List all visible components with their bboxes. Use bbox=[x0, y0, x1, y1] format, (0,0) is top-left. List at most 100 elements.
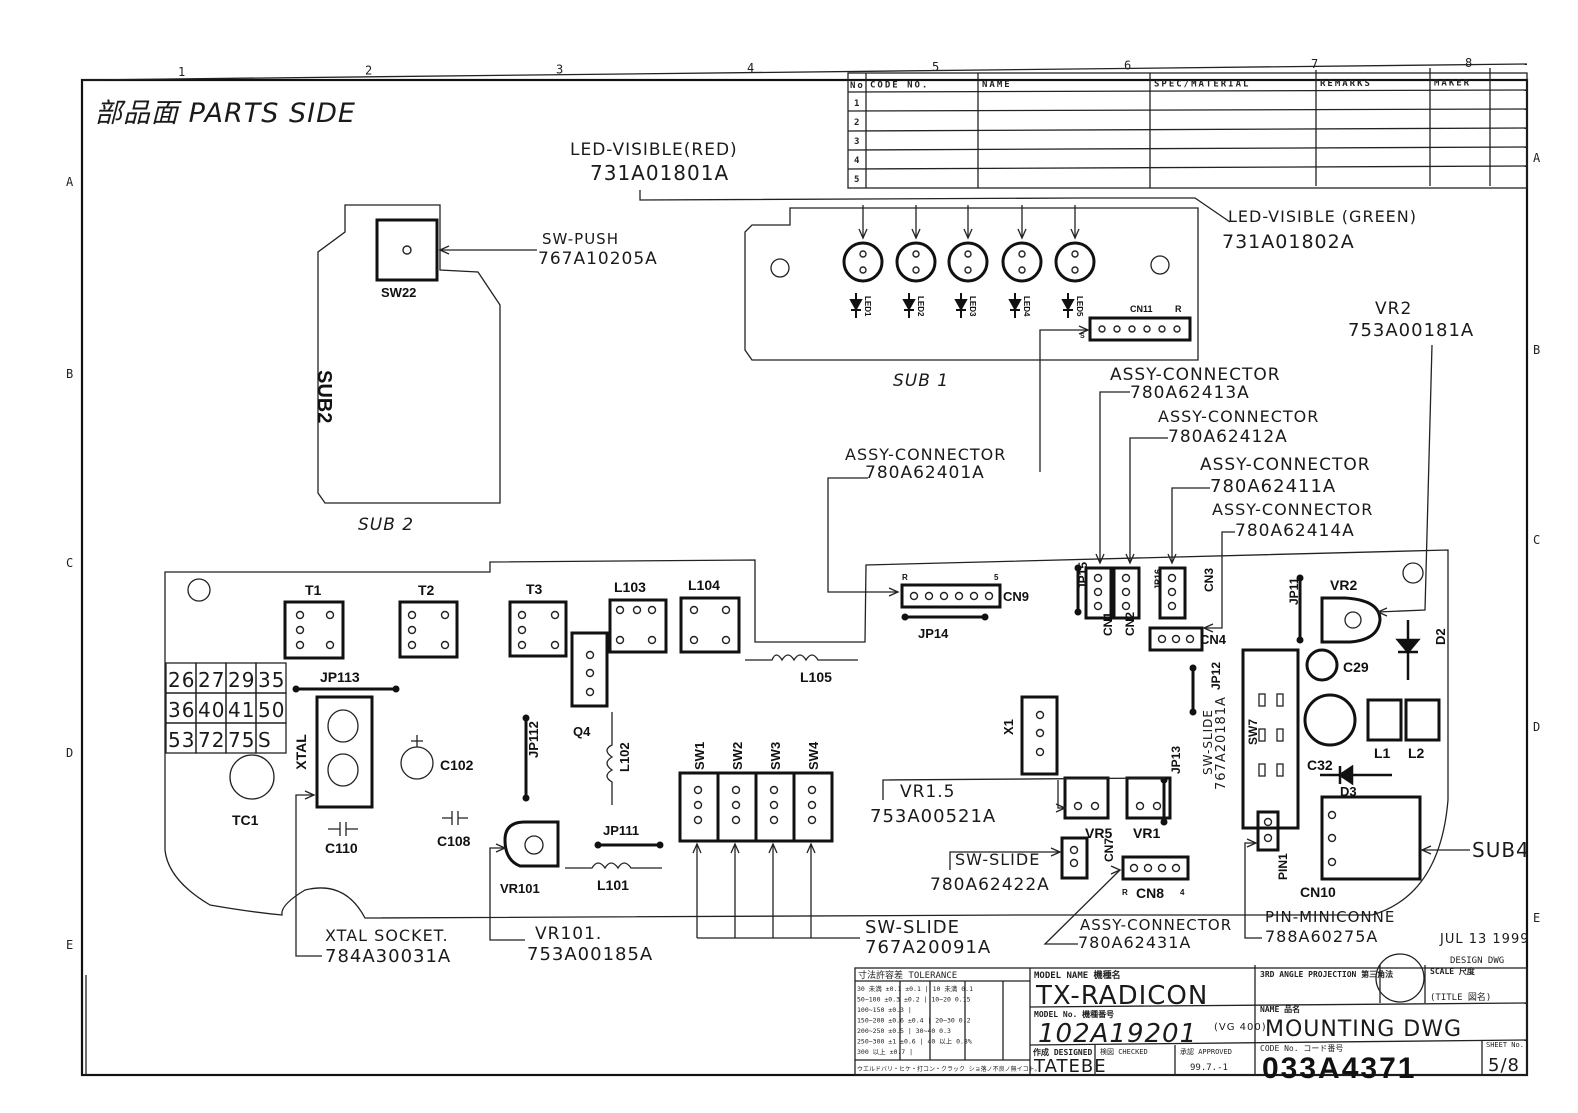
arrow-icon bbox=[768, 842, 778, 854]
arrow-icon bbox=[1376, 607, 1388, 617]
pad bbox=[1171, 634, 1181, 644]
cn3-leader bbox=[1171, 487, 1210, 563]
pad bbox=[1093, 573, 1103, 583]
pad bbox=[407, 640, 417, 650]
l105-inductor bbox=[745, 654, 858, 662]
l105-label: L105 bbox=[800, 669, 832, 685]
pad bbox=[769, 815, 779, 825]
pad bbox=[440, 640, 450, 650]
grid-column-label: 7 bbox=[1311, 57, 1318, 71]
led-3 bbox=[947, 241, 989, 283]
t3-label: T3 bbox=[526, 581, 543, 597]
pad bbox=[1090, 801, 1100, 811]
pad bbox=[1121, 601, 1131, 611]
pad bbox=[693, 800, 703, 810]
code-grid-value: 27 bbox=[198, 668, 225, 692]
led-diode-icon bbox=[1008, 293, 1022, 318]
pin-mini-callout-name: PIN-MINICONNE bbox=[1265, 908, 1395, 926]
arrow-icon bbox=[911, 228, 921, 240]
cn7-leader bbox=[949, 851, 1060, 870]
grid-column-label: 4 bbox=[747, 61, 754, 75]
pad bbox=[1158, 325, 1166, 333]
vr101-label: VR101 bbox=[500, 881, 540, 896]
pad bbox=[295, 610, 305, 620]
arrow-icon bbox=[1125, 553, 1135, 565]
pad bbox=[769, 800, 779, 810]
cn2-callout-code: 780A62412A bbox=[1168, 427, 1288, 447]
pad bbox=[807, 785, 817, 795]
sw-slide-callout-name: SW-SLIDE bbox=[865, 917, 960, 938]
pin1-header bbox=[1256, 810, 1280, 852]
c29-capacitor bbox=[1305, 648, 1339, 682]
drawing-name: MOUNTING DWG bbox=[1265, 1017, 1462, 1042]
pad bbox=[1073, 801, 1083, 811]
name-label: NAME 品名 bbox=[1260, 1004, 1300, 1014]
sw4-switch bbox=[792, 771, 834, 843]
vr2-potentiometer bbox=[1320, 596, 1382, 644]
c110-capacitor bbox=[328, 822, 358, 836]
cn1-leader bbox=[1099, 391, 1130, 563]
cn4-callout-code: 780A62414A bbox=[1235, 521, 1355, 541]
arrow-icon bbox=[1167, 553, 1177, 565]
tolerance-row: 150~200 ±0.6 ±0.4 | 20~30 0.2 bbox=[857, 1017, 971, 1025]
arrow-icon bbox=[1017, 228, 1027, 240]
l2-coil bbox=[1404, 698, 1441, 742]
led-2-label: LED2 bbox=[916, 296, 925, 317]
pad bbox=[1121, 573, 1131, 583]
pin1-label: PIN1 bbox=[1276, 853, 1290, 880]
pad bbox=[909, 591, 919, 601]
led-diode-icon bbox=[902, 293, 916, 318]
led-green-callout-name: LED-VISIBLE (GREEN) bbox=[1228, 207, 1417, 226]
sub1-board-outline bbox=[744, 207, 1199, 361]
pad bbox=[721, 605, 731, 615]
pad bbox=[964, 266, 972, 274]
grid-column-label: 1 bbox=[178, 65, 185, 79]
jp16-label: JP16 bbox=[1153, 569, 1163, 590]
arrow-icon bbox=[806, 842, 816, 854]
tolerance-row: 100~150 ±0.3 | bbox=[857, 1006, 912, 1014]
xtal-leader bbox=[295, 794, 322, 957]
t3-transformer bbox=[508, 600, 568, 658]
cn8-callout-code: 780A62431A bbox=[1078, 933, 1191, 952]
c108-capacitor bbox=[442, 811, 468, 825]
vr2-label: VR2 bbox=[1330, 577, 1357, 593]
pad bbox=[1327, 857, 1337, 867]
pad bbox=[689, 635, 699, 645]
led-5-label: LED5 bbox=[1075, 296, 1084, 317]
jp11-label: JP11 bbox=[1287, 577, 1301, 605]
tc1-trimmer bbox=[229, 754, 275, 800]
sw22-switch bbox=[375, 218, 439, 282]
code-grid-value: 50 bbox=[258, 698, 285, 722]
pad bbox=[1258, 763, 1266, 777]
t2-label: T2 bbox=[418, 582, 435, 598]
pad bbox=[859, 250, 867, 258]
arrow-icon bbox=[692, 842, 702, 854]
pad bbox=[1189, 664, 1197, 672]
sw3-label: SW3 bbox=[768, 742, 783, 770]
c32-capacitor bbox=[1303, 693, 1357, 747]
parts-list-header: CODE NO. bbox=[870, 81, 929, 91]
pad bbox=[295, 640, 305, 650]
tolerance-row: 300 以上 ±0.7 | bbox=[857, 1047, 913, 1056]
pad bbox=[647, 635, 657, 645]
parts-list-header: SPEC/MATERIAL bbox=[1154, 80, 1250, 90]
model-no-label: MODEL No. 機種番号 bbox=[1034, 1009, 1114, 1019]
pad bbox=[407, 625, 417, 635]
model-no: 102A19201 bbox=[1038, 1019, 1197, 1049]
l101-label: L101 bbox=[597, 877, 629, 893]
pad bbox=[522, 714, 530, 722]
pad bbox=[1098, 325, 1106, 333]
t1-transformer bbox=[283, 600, 345, 660]
cn10-connector bbox=[1320, 795, 1422, 881]
cn2-connector bbox=[1112, 566, 1141, 620]
arrow-icon bbox=[1078, 325, 1090, 335]
pad bbox=[392, 685, 400, 693]
cn8-callout-name: ASSY-CONNECTOR bbox=[1080, 916, 1232, 934]
parts-list-row-number: 2 bbox=[854, 118, 859, 128]
code-grid-value: 29 bbox=[228, 668, 255, 692]
vr5-potentiometer bbox=[1063, 776, 1110, 820]
pad bbox=[1276, 693, 1284, 707]
approved-label: 承認 APPROVED bbox=[1180, 1047, 1232, 1056]
l1-label: L1 bbox=[1374, 745, 1391, 761]
